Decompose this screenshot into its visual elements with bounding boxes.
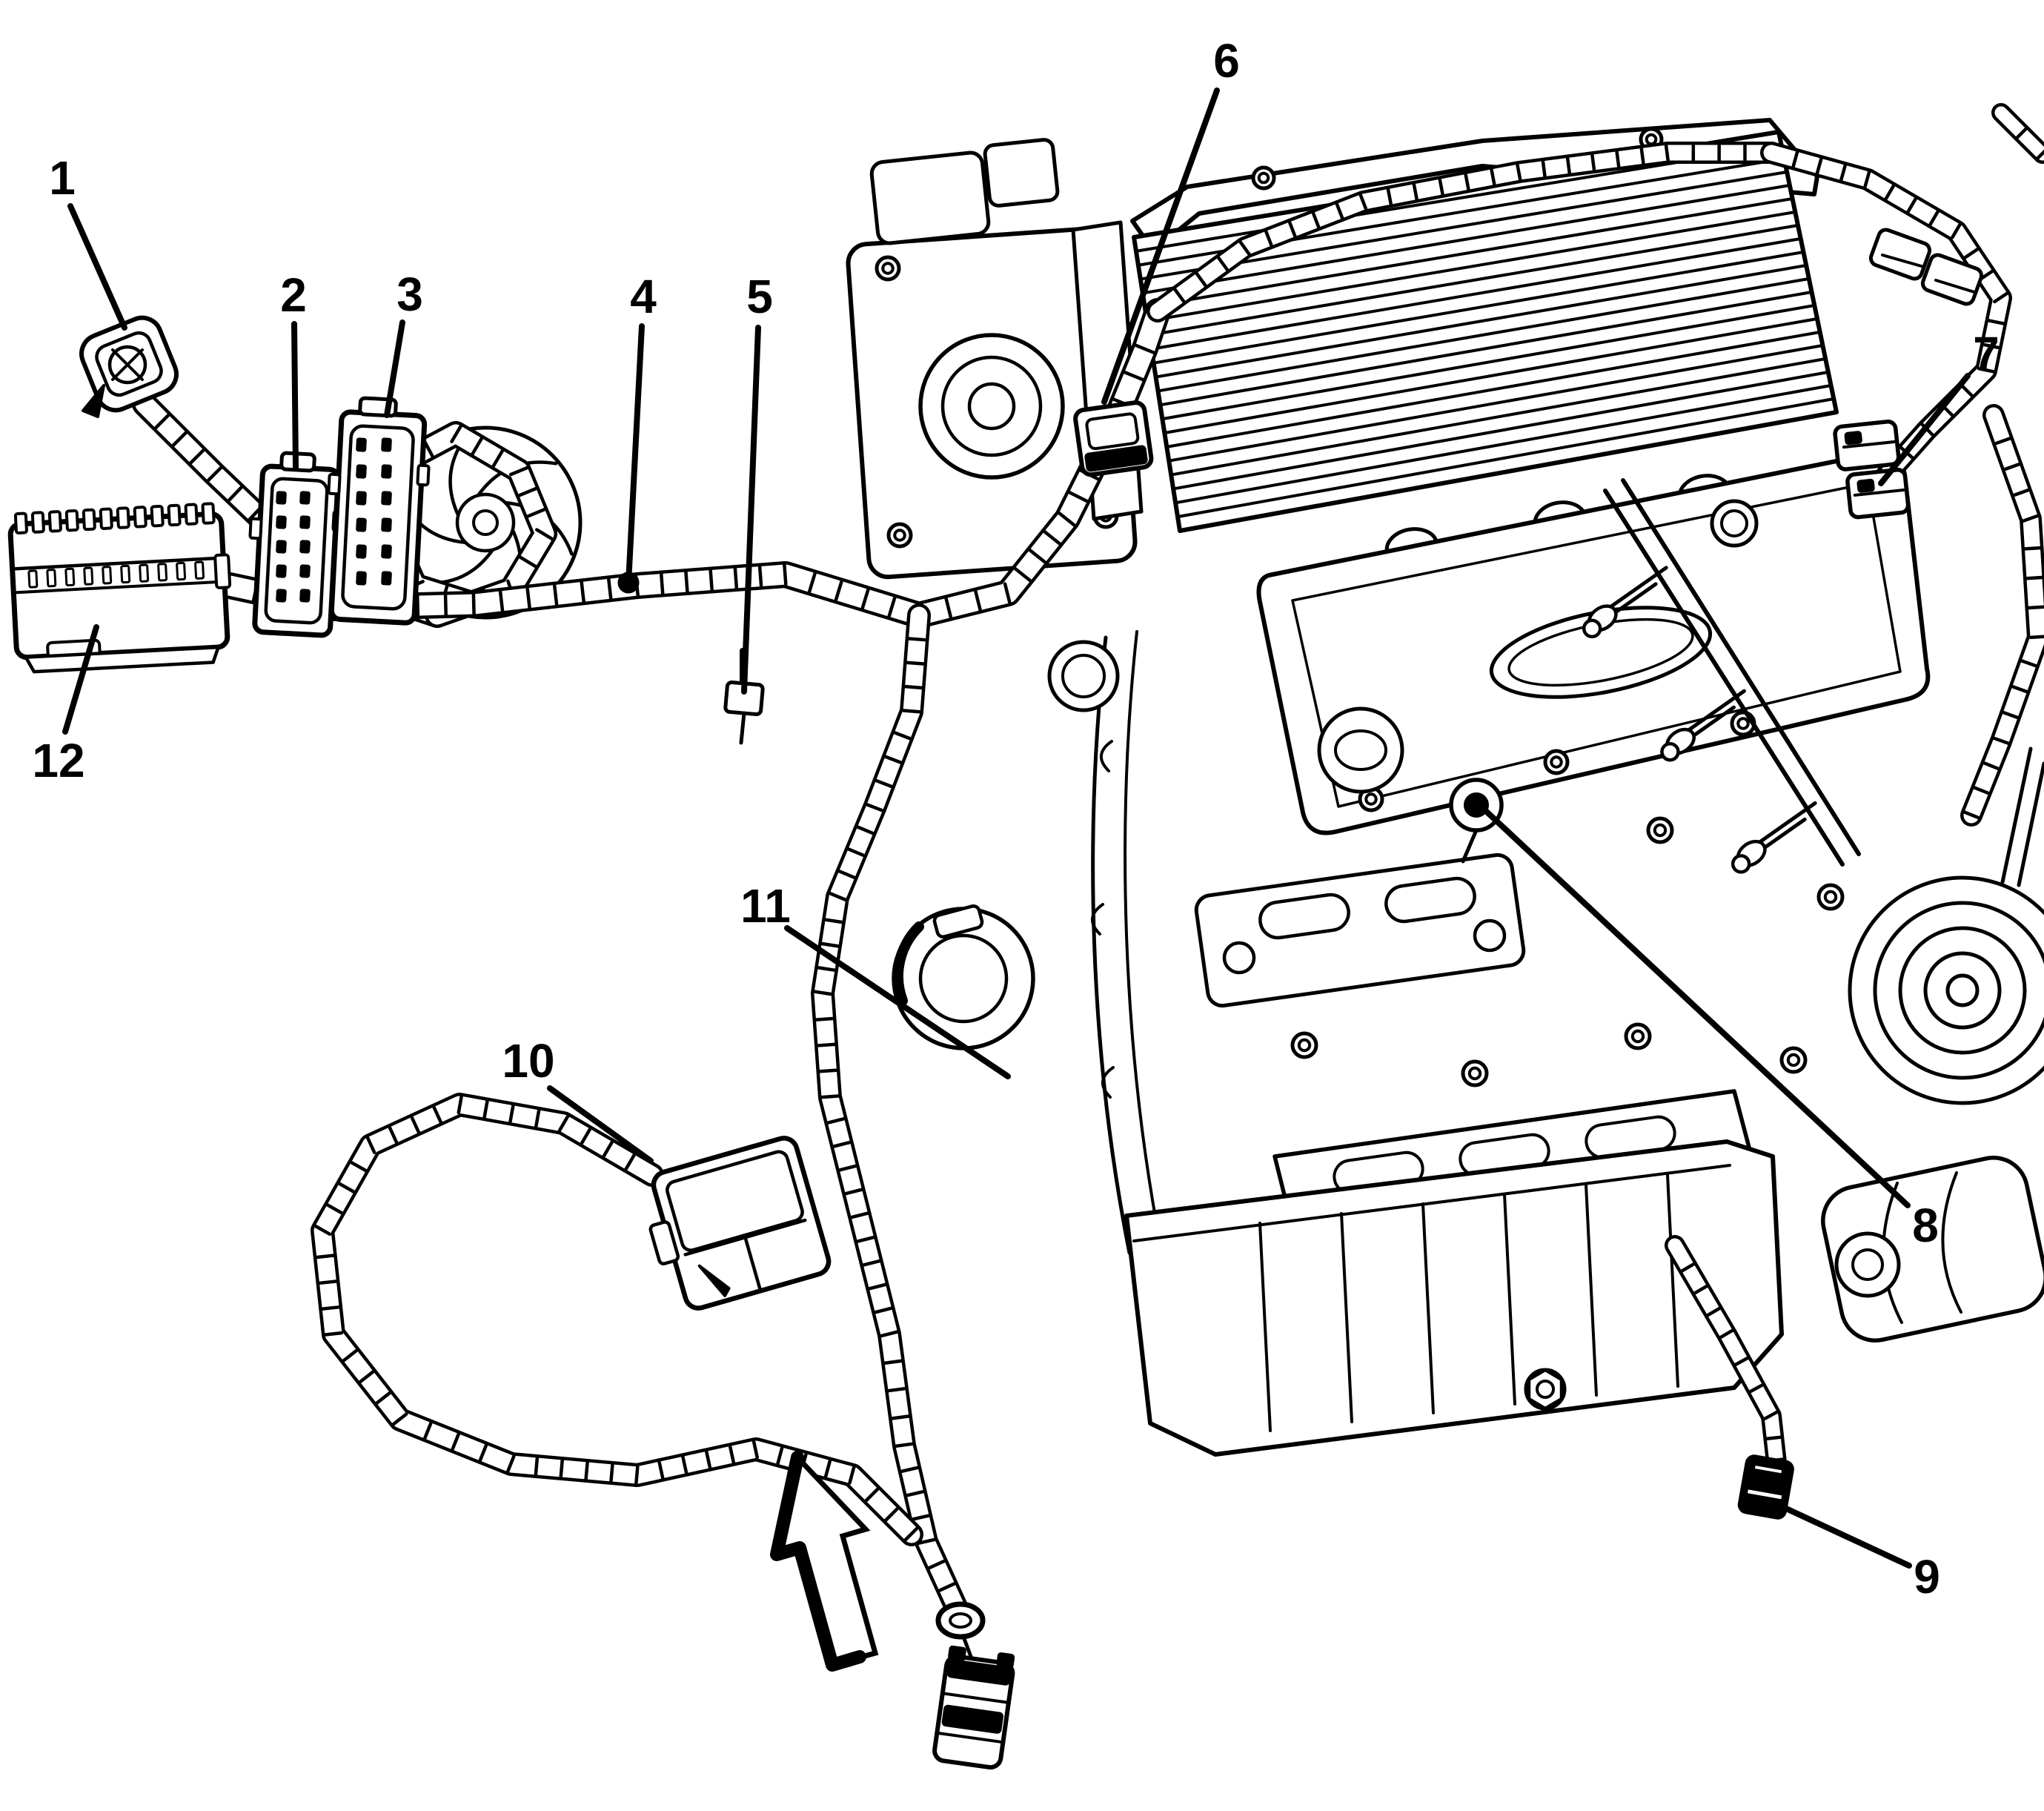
callout-12-label: 12 (32, 734, 84, 787)
wiring-harness-lower-loop (311, 1093, 923, 1546)
starter-flange-connector (892, 904, 1035, 1050)
callout-6: 6 (1101, 34, 1240, 405)
callout-4-label: 4 (630, 270, 657, 323)
callout-2-label: 2 (280, 268, 307, 322)
multi-pin-module-connector (7, 502, 232, 674)
oil-pan (1124, 1139, 1784, 1457)
alternator-bracket (846, 138, 1144, 580)
fuel-rail (1582, 478, 1861, 874)
callout-11: 11 (740, 879, 1011, 1079)
rectangular-connector-right (327, 396, 431, 626)
rectangular-connector-left (248, 451, 346, 638)
callout-5-label: 5 (746, 270, 773, 323)
callout-11-label: 11 (740, 879, 791, 933)
harness-center-drop (811, 603, 969, 1622)
round-harness-connector (79, 315, 179, 418)
callout-7: 7 (1878, 327, 2000, 486)
callout-10-label: 10 (502, 1034, 554, 1087)
valve-cover (1256, 451, 1931, 835)
stacked-connector-pair (1833, 420, 1911, 520)
engine-block (1091, 630, 1162, 1255)
accessory-pulley (1848, 746, 2044, 1105)
lower-harness-clip (1737, 1454, 1794, 1520)
callout-7-label: 7 (1973, 327, 2000, 380)
callout-6-label: 6 (1213, 34, 1240, 87)
callout-2: 2 (280, 268, 307, 470)
map-sensor-connector (1073, 400, 1154, 477)
wiring-harness (132, 142, 2044, 1622)
ac-compressor (1821, 1155, 2044, 1343)
lower-harness-connector (648, 1136, 832, 1311)
callout-9-label: 9 (1914, 1550, 1940, 1603)
callout-9: 9 (1782, 1505, 1940, 1603)
callout-4: 4 (617, 270, 657, 594)
callout-12: 12 (32, 624, 99, 787)
dangling-connector (932, 1601, 1015, 1770)
callout-8: 8 (1473, 799, 1939, 1252)
callout-10: 10 (502, 1034, 654, 1164)
harness-top-run (1147, 142, 1782, 322)
callout-1-label: 1 (49, 151, 76, 205)
callout-3-label: 3 (396, 268, 423, 321)
callout-3: 3 (384, 268, 423, 418)
callout-1: 1 (49, 151, 127, 331)
connectors (7, 103, 2044, 1770)
top-corner-connectors (1868, 103, 2044, 306)
harness-right-edge (1960, 404, 2044, 827)
callout-8-label: 8 (1912, 1199, 1939, 1252)
corner-tube (1991, 103, 2044, 164)
direction-arrow (770, 1451, 879, 1672)
callout-5: 5 (741, 270, 773, 695)
